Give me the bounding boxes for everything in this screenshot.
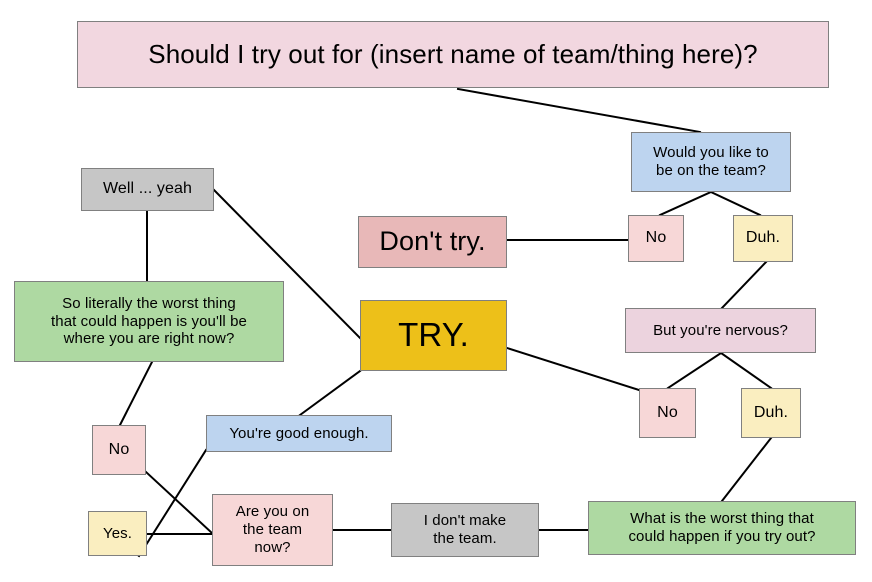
node-would-you-like-label: Would you like to be on the team?	[653, 144, 769, 179]
node-duh-2: Duh.	[741, 388, 801, 438]
edge-q-like-team-to-duh1	[709, 190, 762, 217]
node-yes-label: Yes.	[102, 524, 133, 542]
node-dont-make-label: I don't make the team.	[423, 512, 507, 547]
edge-no2-to-try	[505, 346, 641, 392]
node-would-you-like-to-be-on-the-team: Would you like to be on the team?	[631, 132, 791, 192]
edge-nervous-to-duh2	[719, 351, 773, 390]
node-no-1: No	[628, 215, 684, 262]
node-good-enough-label: You're good enough.	[229, 424, 369, 442]
node-are-you-on-label: Are you on the team now?	[235, 503, 310, 556]
node-try: TRY.	[360, 300, 507, 371]
node-so-literally-the-worst-thing: So literally the worst thing that could …	[14, 281, 284, 362]
node-well-yeah: Well ... yeah	[81, 168, 214, 211]
edge-duh2-to-worst-right	[720, 436, 773, 503]
edge-nervous-to-no2	[666, 351, 723, 390]
node-worst-right-label: What is the worst thing that could happe…	[628, 510, 816, 545]
node-no-2-label: No	[657, 403, 678, 421]
node-no-3: No	[92, 425, 146, 475]
edge-duh1-to-nervous	[720, 260, 768, 310]
node-no-3-label: No	[108, 440, 130, 458]
node-no-2: No	[639, 388, 696, 438]
node-no-1-label: No	[645, 229, 667, 247]
node-duh-1: Duh.	[733, 215, 793, 262]
node-yes: Yes.	[88, 511, 147, 556]
node-i-dont-make-the-team: I don't make the team.	[391, 503, 539, 557]
node-title-question: Should I try out for (insert name of tea…	[77, 21, 829, 88]
node-but-youre-nervous: But you're nervous?	[625, 308, 816, 353]
node-worst-left-label: So literally the worst thing that could …	[50, 294, 247, 348]
edge-good-enough-to-try	[298, 369, 362, 417]
node-well-yeah-label: Well ... yeah	[102, 180, 193, 198]
node-what-is-the-worst-thing: What is the worst thing that could happe…	[588, 501, 856, 555]
node-nervous-label: But you're nervous?	[653, 321, 788, 339]
node-title-label: Should I try out for (insert name of tea…	[148, 39, 758, 70]
edge-q-like-team-to-no1	[658, 190, 713, 217]
node-duh-1-label: Duh.	[745, 229, 781, 247]
node-try-label: TRY.	[398, 316, 469, 354]
node-duh-2-label: Duh.	[753, 403, 789, 421]
node-youre-good-enough: You're good enough.	[206, 415, 392, 452]
edge-are-you-on-to-no3	[144, 470, 214, 535]
node-are-you-on-the-team-now: Are you on the team now?	[212, 494, 333, 566]
node-dont-try-label: Don't try.	[379, 226, 486, 257]
edge-no3-to-worst-left	[118, 360, 154, 427]
edge-yes-to-good-enough	[137, 448, 208, 558]
edge-title-to-q-like-team	[456, 87, 702, 134]
node-dont-try: Don't try.	[358, 216, 507, 268]
